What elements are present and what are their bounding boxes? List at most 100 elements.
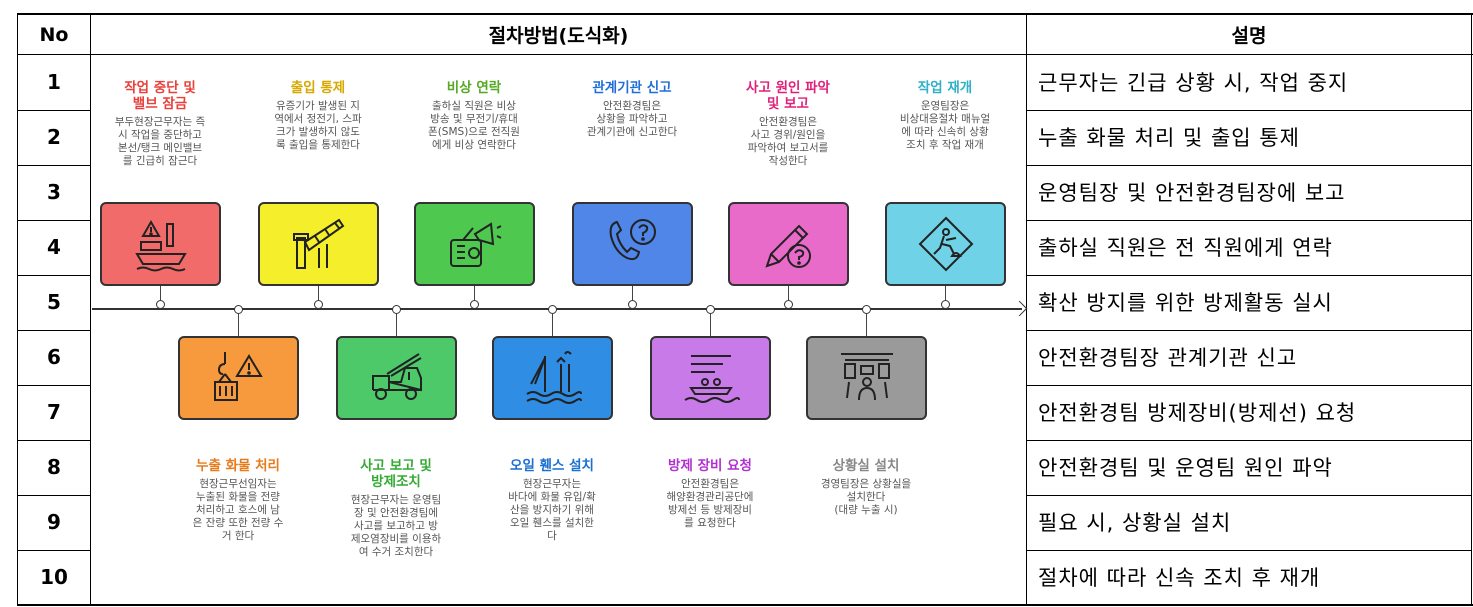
row-divider-right: [1026, 220, 1472, 221]
row-divider-left: [17, 110, 91, 111]
step-icon-box: [336, 336, 457, 420]
step-connector: [160, 286, 161, 300]
step-description-line: 다: [547, 530, 557, 542]
step-description-line: 유증기가 발생된 지: [276, 100, 360, 112]
row-divider-left: [17, 165, 91, 166]
timeline-node: [314, 300, 323, 309]
step-description-line: 거 한다: [221, 530, 255, 542]
worker-sign-icon: [916, 214, 976, 274]
row-number: 8: [47, 455, 61, 479]
step-title-line: 상황실 설치: [832, 458, 900, 474]
step-title-line: 비상 연락: [446, 80, 502, 96]
step-description-line: 안전환경팀은: [759, 116, 817, 128]
row-description: 출하실 직원은 전 직원에게 연락: [1038, 236, 1333, 260]
step-description-line: 현장근무선임자는: [199, 478, 277, 490]
row-number: 3: [47, 180, 61, 204]
row-divider-right: [1026, 165, 1472, 166]
step-title: 작업 재개: [875, 80, 1015, 96]
row-divider-right: [1026, 385, 1472, 386]
row-description: 확산 방지를 위한 방제활동 실시: [1038, 291, 1333, 315]
step-description-line: 운영팀장은: [920, 100, 970, 112]
step-title: 상황실 설치: [796, 458, 936, 474]
timeline-node: [156, 300, 165, 309]
row-divider-right: [1026, 440, 1472, 441]
step-connector: [474, 286, 475, 300]
step-description-line: 여 수거 조치한다: [358, 546, 434, 558]
step-connector: [945, 286, 946, 300]
step-description-line: (대량 누출 시): [834, 504, 898, 516]
row-number: 5: [47, 290, 61, 314]
step-connector: [318, 286, 319, 300]
step-icon-box: [572, 202, 693, 286]
row-description: 누출 화물 처리 및 출입 통제: [1038, 126, 1300, 150]
step-title: 관계기관 신고: [562, 80, 702, 96]
step-description-line: 경영팀장은 상황실을: [820, 478, 912, 490]
step-description-line: 제오염장비를 이용하: [350, 533, 442, 545]
step-description-line: 비상대응절차 매뉴얼: [899, 113, 991, 125]
step-description-line: 본선/탱크 메인밸브: [117, 142, 203, 154]
step-description-line: 현장근무자는 운영팀: [350, 494, 442, 506]
row-divider-left: [17, 440, 91, 441]
step-title-line: 사고 보고 및: [360, 458, 432, 474]
step-connector: [552, 314, 553, 336]
table-border-bottom: [17, 604, 1473, 606]
step-description-line: 장 및 안전환경팀에: [354, 507, 438, 519]
timeline-node: [862, 305, 871, 314]
warning-tanker-icon: [131, 214, 191, 274]
step-description-line: 사고를 보고하고 방: [354, 520, 438, 532]
step-title: 방제 장비 요청: [640, 458, 780, 474]
fire-truck-icon: [367, 348, 427, 408]
step-description-line: 은 잔량 또한 전량 수: [192, 517, 284, 529]
barrier-gate-icon: [289, 214, 349, 274]
step-icon-box: [100, 202, 221, 286]
table-border-top: [17, 13, 1473, 15]
step-description-line: 바다에 화물 유입/확: [508, 491, 596, 503]
step-title-line: 오일 휀스 설치: [510, 458, 594, 474]
step-icon-box: [806, 336, 927, 420]
timeline-node: [234, 305, 243, 314]
step-icon-box: [258, 202, 379, 286]
step-connector: [866, 314, 867, 336]
step-description-line: 처리하고 호스에 남: [196, 504, 280, 516]
step-description-line: 조치 후 작업 재개: [906, 139, 984, 151]
step-description-line: 안전환경팀은: [681, 478, 739, 490]
step-title: 오일 휀스 설치: [482, 458, 622, 474]
timeline-arrow-icon: [1011, 300, 1028, 317]
row-number: 7: [47, 400, 61, 424]
step-connector: [788, 286, 789, 300]
step-icon-box: [178, 336, 299, 420]
table-col-divider-1: [90, 13, 91, 606]
step-description-line: 에 따라 신속히 상황: [901, 126, 989, 138]
step-title: 출입 통제: [248, 80, 388, 96]
row-divider-right: [1026, 495, 1472, 496]
row-divider-right: [1026, 275, 1472, 276]
step-description-line: 록 출입을 통제한다: [276, 139, 360, 151]
step-connector: [632, 286, 633, 300]
row-divider-left: [17, 275, 91, 276]
step-title-line: 누출 화물 처리: [196, 458, 280, 474]
step-description-line: 관계기관에 신고한다: [586, 126, 678, 138]
step-description-line: 시 작업을 중단하고: [118, 129, 202, 141]
step-connector: [396, 314, 397, 336]
pen-question-icon: [759, 214, 819, 274]
step-description-line: 현장근무자는: [523, 478, 581, 490]
step-icon-box: [728, 202, 849, 286]
step-title-line: 방제조치: [371, 474, 421, 490]
row-number: 6: [47, 345, 61, 369]
step-description-line: 오일 휀스를 설치한: [510, 517, 594, 529]
timeline-node: [706, 305, 715, 314]
step-title-line: 작업 중단 및: [124, 80, 196, 96]
crane-warning-icon: [209, 348, 269, 408]
step-description-line: 사고 경위/원인을: [750, 129, 826, 141]
row-divider-left: [17, 550, 91, 551]
table-header-divider: [17, 54, 1473, 55]
